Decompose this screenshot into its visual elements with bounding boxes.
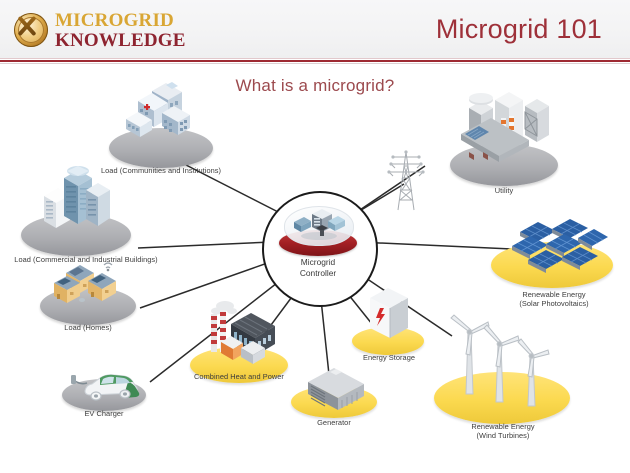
brand-logo[interactable]: MICROGRID KNOWLEDGE [14, 10, 186, 50]
node-label: Generator [317, 418, 351, 427]
node-label-main: Renewable Energy [471, 422, 535, 431]
solar-panel-array-icon [500, 216, 608, 282]
generator-icon [300, 364, 372, 416]
node-label: Load (Commercial and Industrial Building… [14, 255, 158, 264]
hub-label-line2: Controller [299, 267, 337, 278]
header-rule-thin [0, 63, 630, 64]
node-label: Utility [494, 186, 514, 195]
logo-line-2: KNOWLEDGE [55, 29, 186, 51]
node-label: Combined Heat and Power [194, 372, 284, 381]
microgrid-diagram: Load (Communities and Institutions) [0, 64, 630, 473]
hospital-buildings-icon [122, 77, 200, 145]
edge-to-load-commercial [137, 241, 273, 249]
chp-plant-icon [195, 298, 287, 372]
node-label-main: Renewable Energy [522, 290, 586, 299]
hub-label-line1: Microgrid [300, 257, 336, 267]
edge-to-load-communities [185, 164, 287, 217]
node-label: Renewable Energy (Wind Turbines) [444, 422, 562, 441]
battery-storage-icon [364, 286, 418, 348]
edge-to-load-homes [139, 259, 277, 309]
node-label: Renewable Energy (Solar Photovoltaics) [494, 290, 614, 309]
power-plant-icon [455, 86, 559, 170]
hub-label: Microgrid Controller [262, 257, 374, 278]
page-title: Microgrid 101 [435, 14, 602, 44]
platform-disc [109, 128, 213, 168]
microgrid-controller-dome-icon [288, 208, 350, 242]
node-label: Energy Storage [362, 353, 416, 362]
transmission-tower-icon [383, 144, 429, 214]
node-label: Load (Homes) [64, 323, 112, 332]
header-rule-light [0, 58, 630, 59]
node-label-sub: (Solar Photovoltaics) [519, 299, 589, 309]
edge-to-ev-charger [149, 275, 287, 383]
edge-to-renewable-solar [357, 241, 513, 250]
electric-car-icon [65, 361, 145, 405]
slide-heading: What is a microgrid? [235, 76, 395, 95]
office-towers-icon [34, 158, 118, 234]
node-label: EV Charger [84, 409, 124, 418]
microgrid-knowledge-emblem-icon [14, 13, 48, 47]
header-rule-dark [0, 60, 630, 62]
header-bar [0, 0, 630, 58]
wind-turbines-icon [448, 302, 564, 412]
node-label-sub: (Wind Turbines) [476, 431, 530, 441]
node-label: Load (Communities and Institutions) [100, 166, 222, 175]
houses-with-solar-icon [48, 251, 130, 309]
logo-line-1: MICROGRID [55, 9, 174, 31]
